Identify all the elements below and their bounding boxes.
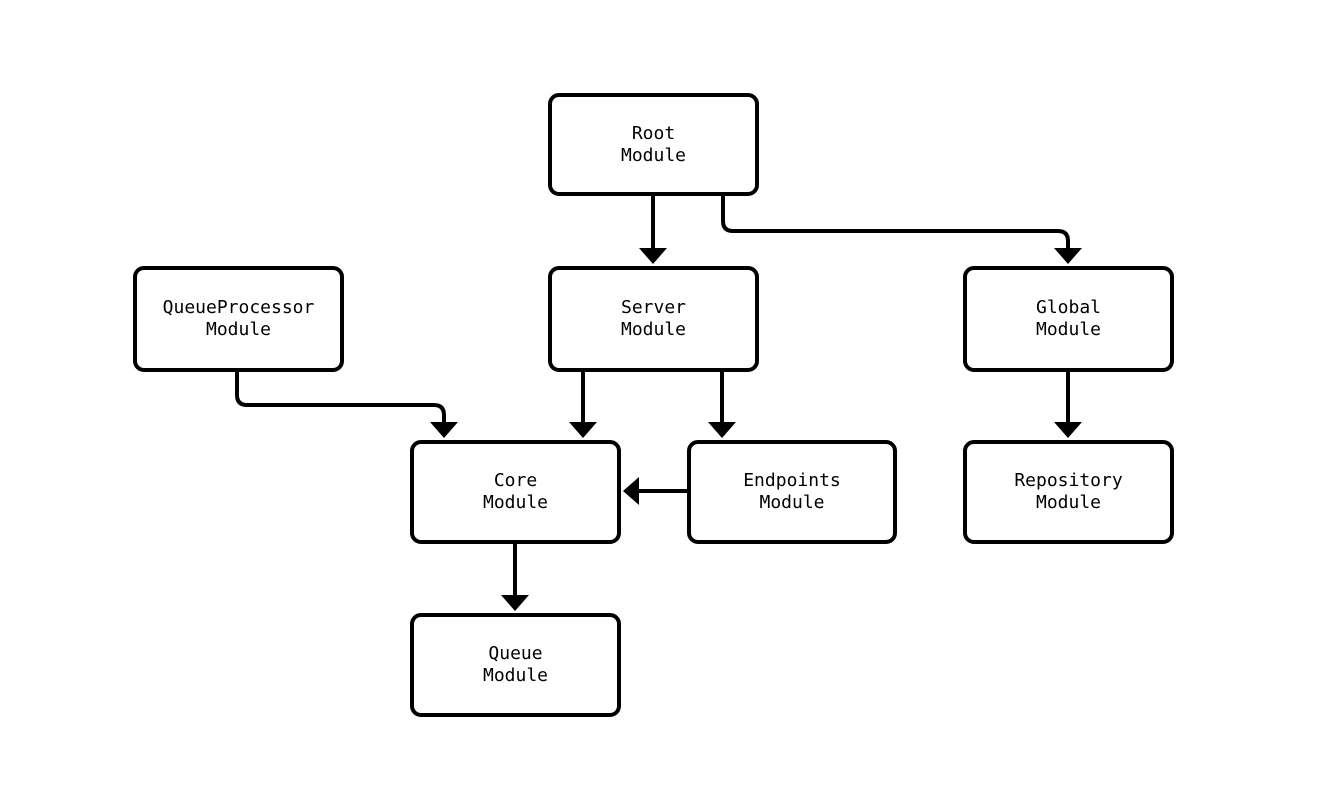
node-server-label-line2: Module <box>620 319 687 340</box>
edge-core-to-queue <box>501 544 529 611</box>
node-core-label-line2: Module <box>482 492 549 513</box>
arrowhead-endpoints-to-core <box>623 477 639 505</box>
arrowhead-core-to-queue <box>501 595 529 611</box>
node-endpoints[interactable]: Endpoints Module <box>687 440 897 544</box>
node-endpoints-label-line1: Endpoints <box>743 470 841 491</box>
arrowhead-global-to-repository <box>1054 422 1082 438</box>
node-repository[interactable]: Repository Module <box>963 440 1174 544</box>
node-repository-label-line2: Module <box>1035 492 1102 513</box>
node-server[interactable]: Server Module <box>548 266 759 372</box>
edge-server-to-core <box>569 372 597 438</box>
edge-global-to-repository <box>1054 372 1082 438</box>
node-queueprocessor-label-line2: Module <box>205 319 272 340</box>
edge-server-to-endpoints <box>708 372 736 438</box>
edge-queueprocessor-to-core <box>235 372 458 438</box>
node-root[interactable]: Root Module <box>548 93 759 196</box>
node-root-label-line2: Module <box>620 144 687 166</box>
arrowhead-root-to-global <box>1054 248 1082 264</box>
node-server-label-line1: Server <box>620 297 687 318</box>
node-core[interactable]: Core Module <box>410 440 621 544</box>
node-global-label-line2: Module <box>1035 319 1102 340</box>
arrowhead-root-to-server <box>639 248 667 264</box>
node-global[interactable]: Global Module <box>963 266 1174 372</box>
edge-endpoints-to-core <box>623 477 687 505</box>
arrowhead-server-to-endpoints <box>708 422 736 438</box>
edge-root-to-server <box>639 196 667 264</box>
node-queueprocessor[interactable]: QueueProcessor Module <box>133 266 344 372</box>
node-queueprocessor-label-line1: QueueProcessor <box>162 297 315 318</box>
node-core-label-line1: Core <box>493 470 538 491</box>
node-global-label-line1: Global <box>1035 297 1102 318</box>
edge-root-to-global <box>721 196 1082 264</box>
node-queue[interactable]: Queue Module <box>410 613 621 717</box>
node-repository-label-line1: Repository <box>1014 470 1123 491</box>
node-queue-label-line2: Module <box>482 665 549 686</box>
arrowhead-queueprocessor-to-core <box>430 422 458 438</box>
node-endpoints-label-line2: Module <box>759 492 825 513</box>
node-queue-label-line1: Queue <box>488 643 543 664</box>
node-root-label-line1: Root <box>631 122 676 144</box>
arrowhead-server-to-core <box>569 422 597 438</box>
